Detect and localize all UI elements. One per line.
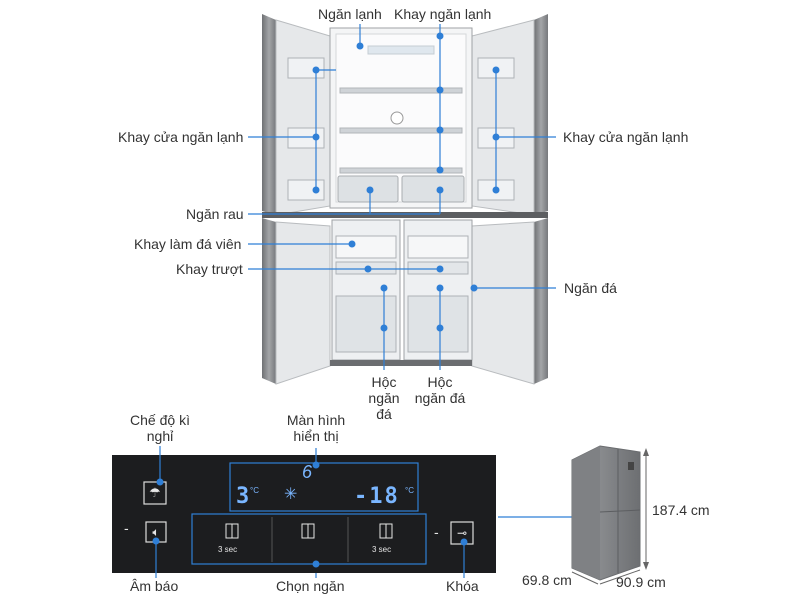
speaker-icon: 🔈︎: [152, 525, 160, 539]
label-ice-compartment: Ngăn đá: [564, 280, 617, 296]
compartment-outline: [191, 513, 427, 565]
dimension-height: 187.4 cm: [652, 502, 710, 518]
left-upper-door-edge: [262, 14, 276, 215]
label-display: Màn hình hiển thị: [286, 412, 346, 444]
dash-left-1: -: [124, 520, 129, 536]
label-ice-box-left: Hộc ngăn đá: [368, 374, 400, 422]
label-alarm: Âm báo: [130, 578, 179, 594]
snowflake-icon: ✳: [284, 486, 298, 503]
label-vegetable-drawer: Ngăn rau: [186, 206, 244, 222]
label-freezer-compartment: Ngăn lạnh: [318, 6, 382, 22]
open-fridge: [262, 14, 548, 385]
callout-dots: [312, 32, 500, 332]
dimension-width: 90.9 cm: [616, 574, 666, 590]
label-door-shelf-right: Khay cửa ngăn lạnh: [563, 129, 689, 145]
control-panel: [112, 455, 496, 573]
dimension-depth: 69.8 cm: [522, 572, 572, 588]
label-ice-box-right: Hộc ngăn đá: [414, 374, 466, 406]
hold-time-2: 3 sec: [372, 545, 392, 554]
holiday-button-frame: [143, 481, 167, 505]
select-freezer-button[interactable]: [350, 517, 424, 562]
lock-button[interactable]: ⊸: [451, 522, 473, 544]
select-both-button[interactable]: [274, 517, 346, 562]
label-ice-tray: Khay làm đá viên: [134, 236, 242, 252]
label-select-compartment: Chọn ngăn: [276, 578, 345, 594]
umbrella-icon: ☂: [149, 485, 161, 500]
right-upper-door-edge: [534, 14, 548, 215]
label-sliding-tray: Khay trượt: [176, 261, 243, 277]
hold-time-1: 3 sec: [218, 545, 238, 554]
label-door-shelf-left: Khay cửa ngăn lạnh: [118, 129, 244, 145]
closed-fridge-dimensions: [571, 445, 649, 585]
display-mode-number: 6: [302, 462, 313, 482]
display-freezer-unit: °C: [405, 486, 414, 495]
display-fridge-temp: 3: [236, 484, 250, 509]
key-icon: ⊸: [456, 526, 468, 540]
label-lock: Khóa: [446, 578, 479, 594]
alarm-button[interactable]: 🔈︎: [146, 522, 166, 542]
display-fridge-unit: °C: [250, 486, 259, 495]
holiday-mode-button[interactable]: ☂: [144, 482, 166, 504]
select-fridge-button[interactable]: [196, 517, 270, 562]
top-light: [367, 45, 435, 55]
label-holiday-mode: Chế độ kì nghỉ: [130, 412, 190, 444]
display-outline: [229, 462, 419, 512]
label-freezer-shelf: Khay ngăn lạnh: [394, 6, 492, 22]
display-freezer-temp: -18: [354, 484, 400, 509]
dash-right-1: -: [434, 524, 439, 540]
